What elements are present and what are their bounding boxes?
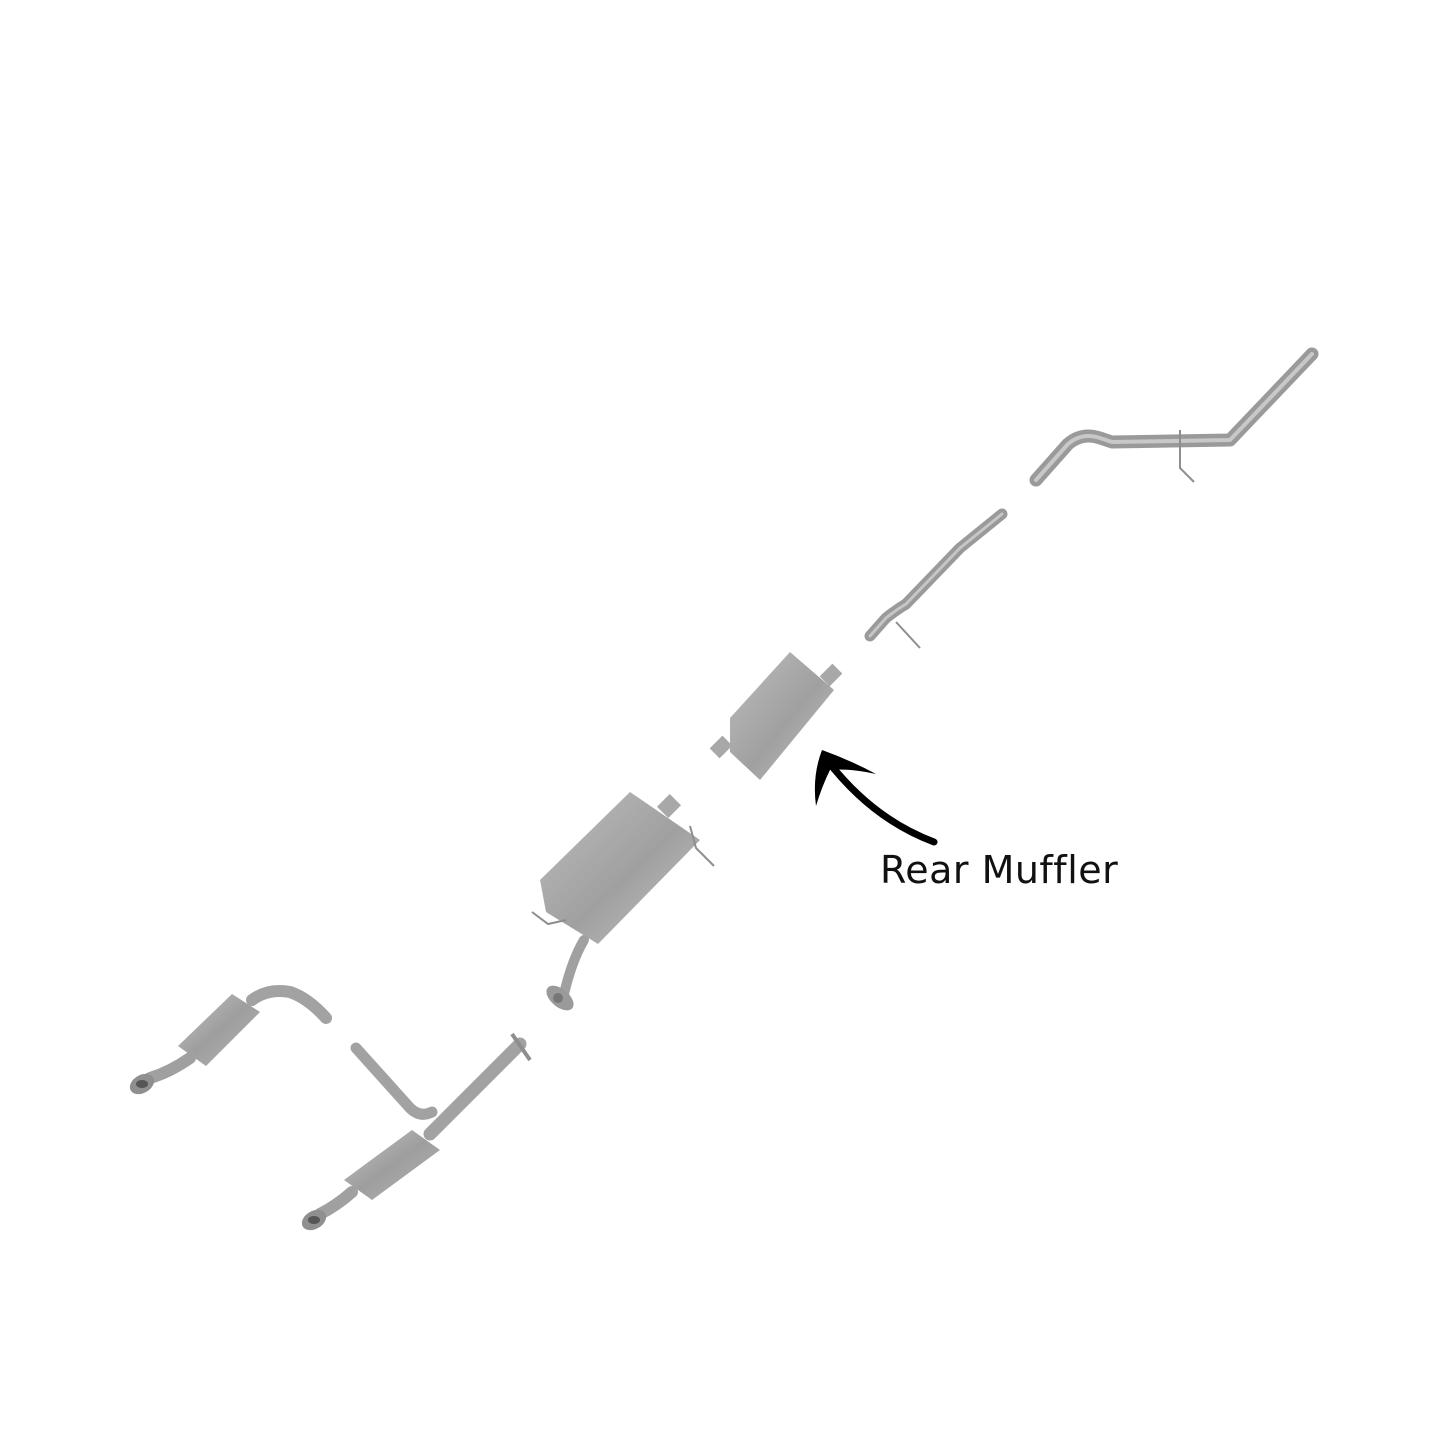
tailpipe	[1029, 347, 1319, 487]
catalytic-converter-left	[129, 985, 332, 1095]
intermediate-pipe	[864, 508, 1008, 649]
front-muffler	[531, 792, 715, 1011]
catalytic-converter-y-pipe	[301, 1032, 532, 1231]
annotation-arrow-icon	[814, 750, 938, 846]
rear-muffler	[709, 652, 843, 780]
rear-muffler-label: Rear Muffler	[880, 848, 1119, 892]
